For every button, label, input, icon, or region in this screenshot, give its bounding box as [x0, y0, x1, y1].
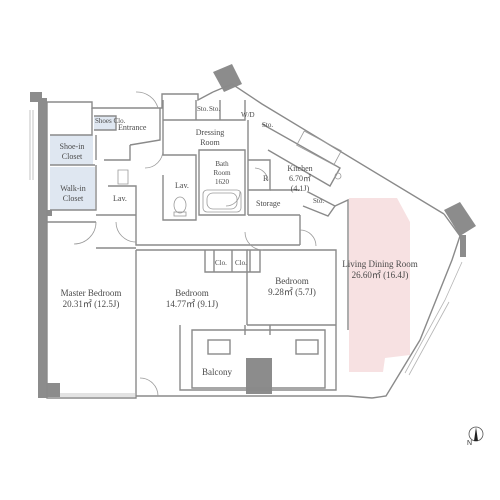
balcony-label: Balcony	[202, 367, 232, 377]
dressing-room-line1: Dressing	[195, 128, 225, 137]
shoe-in-closet-line1: Shoe-in	[59, 142, 85, 151]
refrigerator-label: R	[263, 174, 269, 183]
dressing-room-line2: Room	[200, 138, 220, 147]
lav-center-label: Lav.	[175, 181, 189, 190]
living-dining-line1: Living Dining Room	[342, 259, 418, 269]
bedroom-3-line1: Bedroom	[275, 276, 309, 286]
lav-left-label: Lav.	[113, 194, 127, 203]
closet-2-label: Clo.	[235, 259, 247, 267]
compass-rose	[468, 426, 484, 442]
walk-in-closet-fill	[50, 167, 95, 210]
bedroom-3-label: Bedroom 9.28㎡ (5.7J)	[252, 276, 332, 299]
bedroom-2-line2: 14.77㎡ (9.1J)	[165, 299, 219, 310]
kitchen-line3: (4.1J)	[290, 184, 310, 193]
door-swings	[73, 91, 317, 397]
walk-in-closet-line1: Walk-in	[60, 184, 86, 193]
shoe-in-closet-fill	[50, 135, 93, 165]
bath-room-label: Bath Room 1620	[208, 160, 236, 186]
closet-1-label: Clo.	[215, 259, 227, 267]
kitchen-line1: Kitchen	[287, 164, 313, 173]
master-bedroom-line2: 20.31㎡ (12.5J)	[62, 299, 120, 310]
master-bedroom-label: Master Bedroom 20.31㎡ (12.5J)	[50, 288, 132, 311]
shoe-in-closet-label: Shoe-in Closet	[52, 142, 92, 162]
bath-room-line1: Bath	[215, 160, 229, 168]
washer-dryer-label: W/D	[241, 111, 255, 119]
shoes-closet-label: Shoes Clo.	[95, 117, 126, 125]
windows	[29, 110, 463, 397]
bedroom-2-label: Bedroom 14.77㎡ (9.1J)	[142, 288, 242, 311]
entrance-label: Entrance	[118, 123, 147, 132]
living-dining-line2: 26.60㎡ (16.4J)	[351, 270, 409, 281]
kitchen-sto-label: Sto.	[262, 121, 274, 129]
bedroom-2-line1: Bedroom	[175, 288, 209, 298]
bath-room-line3: 1620	[215, 177, 229, 186]
dressing-room-label: Dressing Room	[188, 128, 232, 148]
bath-room-line2: Room	[213, 168, 231, 177]
living-dining-label: Living Dining Room 26.60㎡ (16.4J)	[338, 259, 422, 282]
fixtures	[117, 130, 342, 217]
living-dining-highlight	[349, 198, 410, 372]
storage-sto-1-label: Sto.	[197, 105, 209, 113]
compass-north-label: N	[467, 440, 473, 447]
kitchen-label: Kitchen 6.70㎡ (4.1J)	[280, 164, 320, 194]
walk-in-closet-label: Walk-in Closet	[52, 184, 94, 204]
kitchen-line2: 6.70㎡	[289, 174, 311, 183]
wall-lines	[46, 83, 461, 399]
master-bedroom-line1: Master Bedroom	[60, 288, 122, 298]
pantry-sto-label: Sto.	[313, 197, 325, 205]
shoe-in-closet-line2: Closet	[61, 152, 83, 161]
storage-sto-2-label: Sto.	[209, 105, 221, 113]
storage-label: Storage	[256, 199, 281, 208]
shoes-closet-fill	[94, 116, 116, 130]
bedroom-3-line2: 9.28㎡ (5.7J)	[268, 287, 316, 298]
walk-in-closet-line2: Closet	[62, 194, 84, 203]
